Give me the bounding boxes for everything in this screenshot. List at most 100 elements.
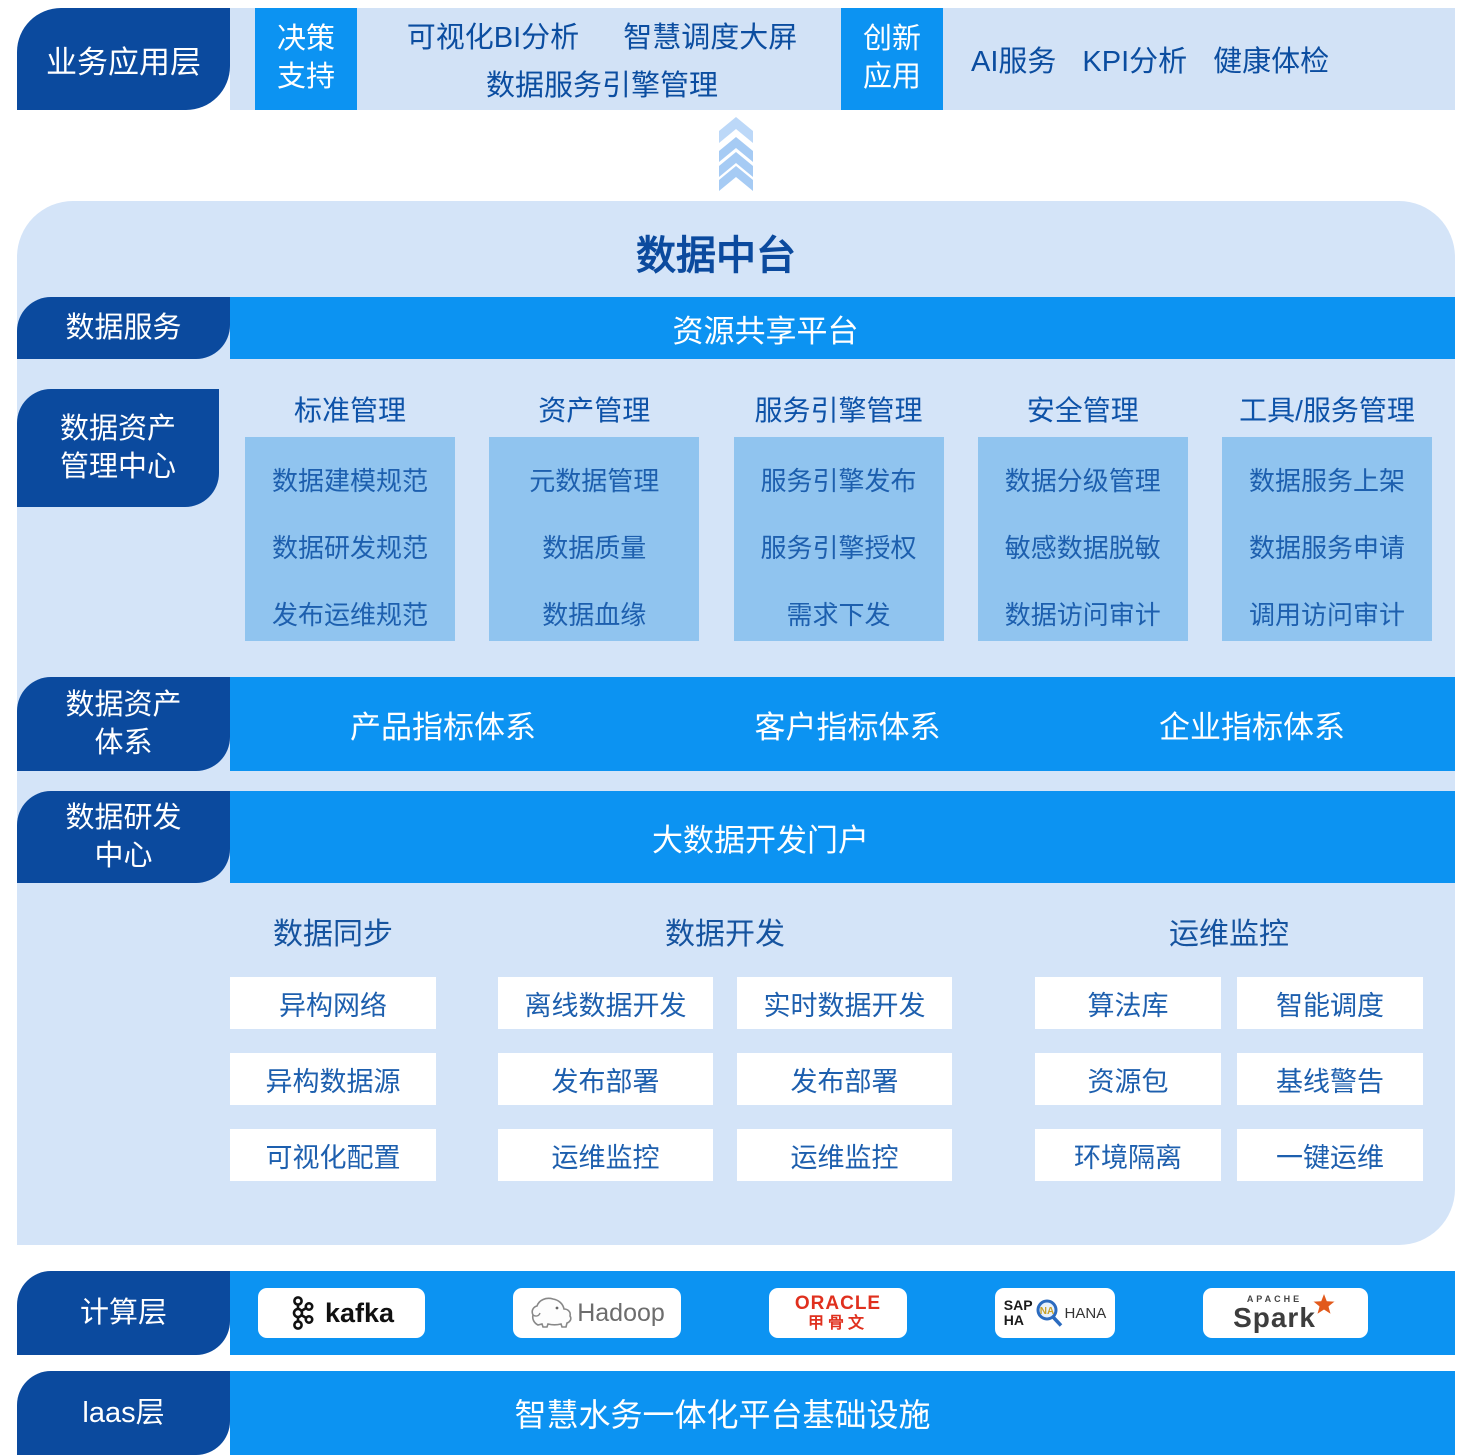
compute-layer-row: 计算层 kafka: [17, 1271, 1455, 1355]
asset-system-label: 数据资产 体系: [17, 677, 230, 771]
asset-center-label-line2: 管理中心: [59, 451, 176, 483]
iaas-layer-label-text: laas层: [82, 1396, 165, 1429]
asset-columns: 标准管理 数据建模规范 数据研发规范 发布运维规范 资产管理 元数据管理 数据质…: [219, 389, 1455, 641]
group-heading: 运维监控: [1169, 918, 1289, 951]
asset-center-label: 数据资产 管理中心: [17, 389, 219, 507]
compute-layer-label-text: 计算层: [79, 1296, 167, 1329]
business-layer-label-text: 业务应用层: [46, 44, 201, 80]
group-heading: 数据同步: [273, 918, 393, 951]
asset-column-tools: 工具/服务管理 数据服务上架 数据服务申请 调用访问审计: [1222, 389, 1432, 641]
sap-logo-line1: SAP: [1003, 1297, 1033, 1314]
iaas-layer-row: laas层 智慧水务一体化平台基础设施: [17, 1371, 1455, 1455]
column-header: 安全管理: [1026, 395, 1139, 426]
decision-support-chip: 决策 支持: [255, 8, 357, 110]
platform-title: 数据中台: [636, 234, 796, 278]
column-header: 标准管理: [293, 395, 406, 426]
dev-portal-bar-text: 大数据开发门户: [652, 822, 869, 858]
kafka-icon: [292, 1296, 314, 1330]
dev-item: 发布部署: [498, 1053, 713, 1105]
dev-item: 基线警告: [1237, 1053, 1423, 1105]
dev-item: 异构数据源: [230, 1053, 436, 1105]
spark-apache-text: APACHE: [1246, 1293, 1303, 1304]
column-item: 元数据管理: [529, 466, 660, 496]
iaas-layer-label: laas层: [17, 1371, 230, 1455]
oracle-logo-text: ORACLE: [794, 1292, 882, 1314]
column-item: 敏感数据脱敏: [1004, 533, 1161, 563]
column-item: 数据服务上架: [1248, 466, 1405, 496]
asset-column-security: 安全管理 数据分级管理 敏感数据脱敏 数据访问审计: [977, 389, 1188, 641]
spark-logo: APACHE Spark: [1203, 1288, 1368, 1338]
sap-logo-line2: HA: [1003, 1312, 1024, 1328]
asset-center-section: 数据资产 管理中心 标准管理 数据建模规范 数据研发规范 发布运维规范 资产管理…: [17, 389, 1455, 641]
dev-item: 智能调度: [1237, 977, 1423, 1029]
sap-hana-logo: SAP HA NA HANA: [995, 1288, 1115, 1338]
platform-panel: 数据中台 数据服务 资源共享平台 数据资产 管理中心 标准管理 数据建模规范: [17, 201, 1455, 1245]
column-box: 数据分级管理 敏感数据脱敏 数据访问审计: [977, 437, 1188, 641]
dev-item: 运维监控: [737, 1129, 952, 1181]
column-item: 数据质量: [542, 533, 647, 563]
column-header: 工具/服务管理: [1239, 395, 1415, 426]
hadoop-logo: Hadoop: [513, 1288, 681, 1338]
spark-name-text: Spark: [1233, 1301, 1316, 1333]
magnifier-na-text: NA: [1039, 1306, 1053, 1317]
decision-item: 智慧调度大屏: [623, 22, 798, 54]
asset-system-row: 数据资产 体系 产品指标体系 客户指标体系 企业指标体系: [17, 677, 1455, 771]
decision-items-row1: 可视化BI分析 智慧调度大屏: [363, 14, 841, 56]
column-item: 需求下发: [786, 600, 891, 630]
innovation-item: 健康体检: [1213, 46, 1330, 78]
iaas-layer-bar: 智慧水务一体化平台基础设施: [230, 1371, 1455, 1455]
column-header: 服务引擎管理: [754, 395, 923, 426]
column-item: 数据访问审计: [1004, 600, 1161, 630]
oracle-logo: ORACLE 甲骨文: [769, 1288, 907, 1338]
asset-column-standard: 标准管理 数据建模规范 数据研发规范 发布运维规范: [245, 389, 455, 641]
column-box: 元数据管理 数据质量 数据血缘: [489, 437, 700, 641]
magnifier-icon: NA: [1036, 1299, 1062, 1327]
decision-items-row2: 数据服务引擎管理: [363, 62, 841, 104]
column-item: 服务引擎发布: [760, 466, 917, 496]
dev-item: 一键运维: [1237, 1129, 1423, 1181]
column-item: 调用访问审计: [1248, 600, 1405, 630]
column-item: 服务引擎授权: [760, 533, 917, 563]
group-heading: 数据开发: [665, 918, 785, 951]
dev-center-label-line1: 数据研发: [65, 801, 182, 834]
asset-column-service-engine: 服务引擎管理 服务引擎发布 服务引擎授权 需求下发: [733, 389, 944, 641]
up-arrow-icon: [719, 117, 753, 191]
compute-layer-bar: kafka Hadoop ORACLE 甲骨文 SAP HA: [230, 1271, 1455, 1355]
oracle-logo-cn-text: 甲骨文: [807, 1314, 868, 1332]
dev-group-sync: 数据同步 异构网络 异构数据源 可视化配置: [230, 909, 436, 1205]
dev-item: 运维监控: [498, 1129, 713, 1181]
dev-item: 离线数据开发: [498, 977, 713, 1029]
dev-center-row: 数据研发 中心 大数据开发门户: [17, 791, 1455, 883]
indicator-item: 企业指标体系: [1159, 709, 1345, 745]
dev-item: 可视化配置: [230, 1129, 436, 1181]
innovation-item: KPI分析: [1082, 46, 1188, 78]
data-service-label-text: 数据服务: [65, 311, 182, 344]
hana-logo-text: HANA: [1064, 1304, 1107, 1322]
column-item: 发布运维规范: [271, 600, 428, 630]
dev-center-label: 数据研发 中心: [17, 791, 230, 883]
dev-group-ops: 运维监控 算法库 智能调度 资源包 基线警告 环境隔离 一键运维: [1035, 909, 1423, 1205]
innovation-chip-line1: 创新: [862, 23, 921, 56]
asset-column-asset: 资产管理 元数据管理 数据质量 数据血缘: [489, 389, 700, 641]
hadoop-logo-text: Hadoop: [577, 1298, 665, 1327]
dev-groups: 数据同步 异构网络 异构数据源 可视化配置 数据开发 离线数据开发 实时数据开发…: [17, 909, 1455, 1205]
data-service-row: 数据服务 资源共享平台: [17, 297, 1455, 359]
column-box: 服务引擎发布 服务引擎授权 需求下发: [733, 437, 944, 641]
decision-chip-line2: 支持: [276, 61, 335, 93]
innovation-app-chip: 创新 应用: [841, 8, 943, 110]
dev-item: 异构网络: [230, 977, 436, 1029]
spark-star-icon: [1310, 1291, 1337, 1317]
dev-item: 资源包: [1035, 1053, 1221, 1105]
kafka-logo-text: kafka: [324, 1297, 395, 1328]
compute-layer-label: 计算层: [17, 1271, 230, 1355]
business-layer-label: 业务应用层: [17, 8, 230, 110]
column-header: 资产管理: [538, 395, 651, 426]
business-layer-row: 业务应用层 决策 支持 可视化BI分析 智慧调度大屏 数据服务引擎管理 创新 应…: [17, 8, 1455, 110]
indicator-item: 产品指标体系: [350, 709, 536, 745]
column-item: 数据血缘: [542, 600, 647, 630]
dev-group-develop: 数据开发 离线数据开发 实时数据开发 发布部署 发布部署 运维监控 运维监控: [498, 909, 952, 1205]
architecture-diagram: 业务应用层 决策 支持 可视化BI分析 智慧调度大屏 数据服务引擎管理 创新 应…: [0, 8, 1472, 1455]
innovation-item: AI服务: [971, 46, 1057, 78]
column-box: 数据服务上架 数据服务申请 调用访问审计: [1222, 437, 1432, 641]
column-item: 数据服务申请: [1248, 533, 1405, 563]
